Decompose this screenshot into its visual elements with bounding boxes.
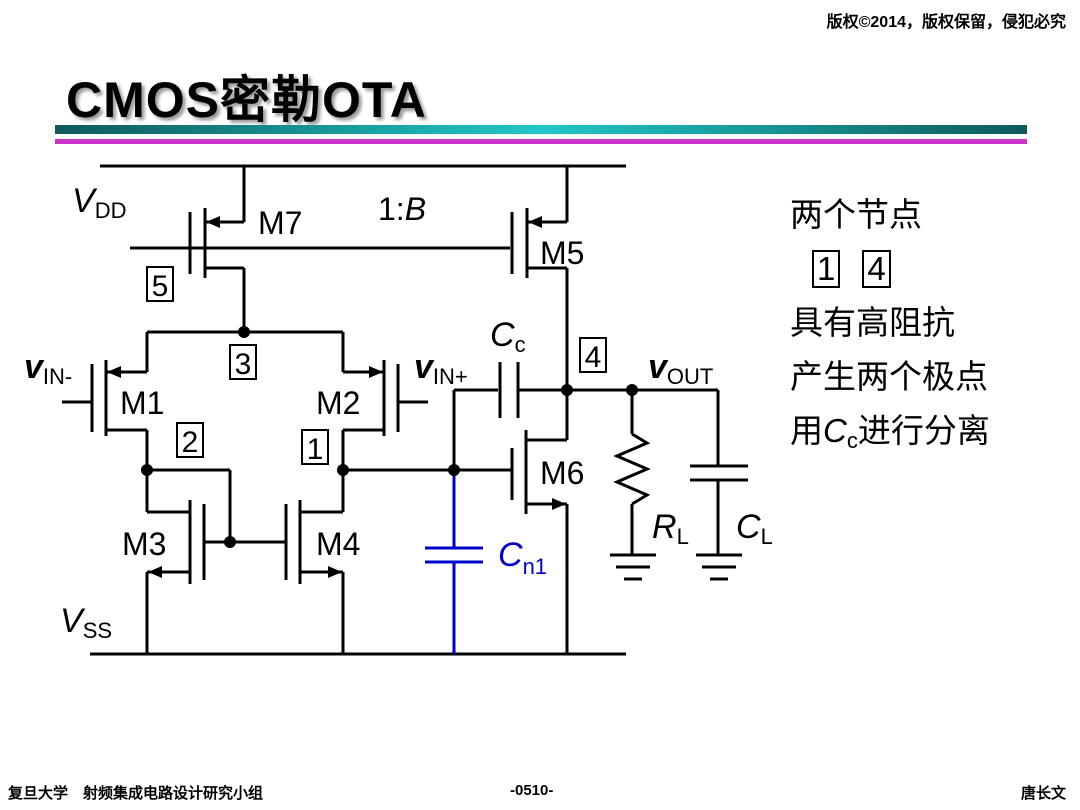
footer-author: 唐长文 (1020, 785, 1066, 802)
node-4-label: 4 (585, 341, 602, 374)
note-node-4: 4 (862, 250, 891, 288)
cn1-capacitor (425, 470, 483, 654)
note-node-1: 1 (812, 250, 841, 288)
title-divider-magenta (55, 139, 1027, 144)
vin-plus-label: vIN+ (414, 348, 468, 389)
node-5-label: 5 (152, 270, 169, 303)
node-1-label: 1 (307, 433, 324, 466)
cc-label: Cc (490, 316, 526, 357)
vout-label: vOUT (648, 348, 713, 389)
m1-label: M1 (120, 385, 164, 421)
node-3-label: 3 (235, 348, 252, 381)
m5-label: M5 (540, 235, 584, 271)
note-line-5: 用Cc进行分离 (790, 411, 990, 453)
note-line-1: 两个节点 (790, 195, 922, 234)
slide-title: CMOS密勒OTA (66, 72, 427, 128)
mirror-ratio-label: 1:B (378, 191, 426, 227)
m4-label: M4 (316, 526, 360, 562)
footer-organization: 复旦大学 射频集成电路设计研究小组 (8, 785, 264, 802)
vdd-label: VDD (72, 182, 126, 223)
vss-label: VSS (60, 602, 112, 643)
m3-label: M3 (122, 526, 166, 562)
m2-label: M2 (316, 385, 360, 421)
m6-label: M6 (540, 455, 584, 491)
cn1-label: Cn1 (498, 536, 547, 579)
vin-minus-label: vIN- (24, 348, 72, 389)
rl-label: RL (652, 508, 689, 549)
cl-label: CL (736, 508, 773, 549)
copyright-notice: 版权©2014，版权保留，侵犯必究 (826, 14, 1066, 31)
m7-label: M7 (258, 205, 302, 241)
note-line-3: 具有高阻抗 (790, 303, 955, 342)
note-line-4: 产生两个极点 (790, 357, 988, 396)
title-divider-teal (55, 125, 1027, 134)
footer-page-number: -0510- (510, 782, 554, 799)
node-2-label: 2 (182, 426, 199, 459)
